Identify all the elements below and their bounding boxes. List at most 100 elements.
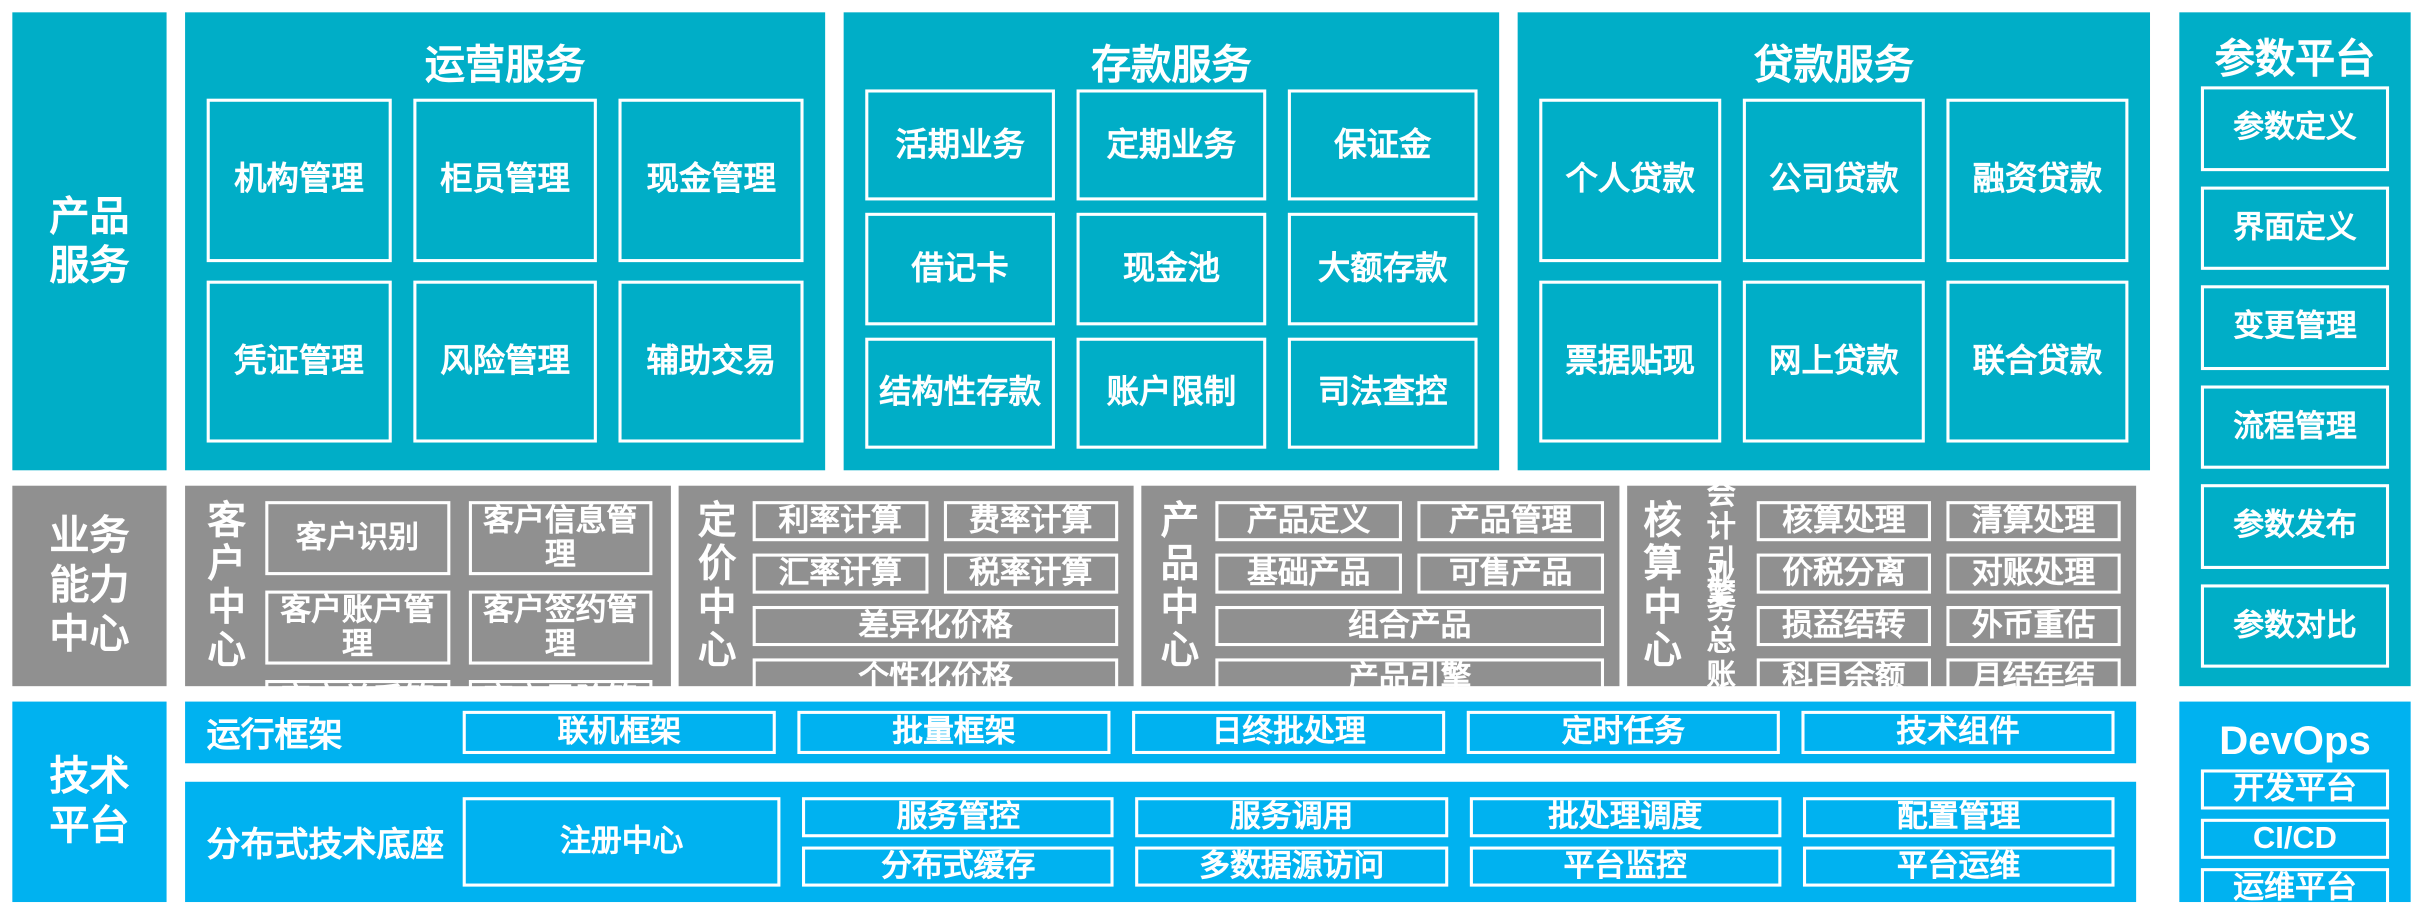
center-accounting: 核 算 中 心 会 计 引 擎 业 务 总 账 核算处理 清算处理 价税分离 对… bbox=[1627, 480, 2137, 699]
tile-accounting-0[interactable]: 核算处理 bbox=[1756, 501, 1931, 542]
tile-product-wide-0[interactable]: 组合产品 bbox=[1215, 605, 1605, 647]
tile-loan-3[interactable]: 票据贴现 bbox=[1539, 279, 1722, 443]
center-title-product-char-2: 中 bbox=[1160, 585, 1200, 630]
tile-deposit-7[interactable]: 账户限制 bbox=[1076, 337, 1267, 449]
tile-customer-3[interactable]: 客户签约管理 bbox=[468, 590, 653, 665]
tile-pricing-2[interactable]: 汇率计算 bbox=[752, 553, 928, 594]
tile-deposit-5[interactable]: 大额存款 bbox=[1287, 213, 1478, 325]
tile-product-2[interactable]: 基础产品 bbox=[1215, 553, 1402, 594]
center-pricing: 定 价 中 心 利率计算 费率计算 汇率计算 税率计算 差异化价格 个性化价格 bbox=[678, 485, 1134, 699]
tile-ops-4[interactable]: 风险管理 bbox=[412, 279, 598, 443]
group-title-deposit-service: 存款服务 bbox=[1091, 41, 1252, 88]
layer-label-business-capability: 业务 能力 中心 bbox=[12, 485, 167, 687]
center-title-customer-char-1: 户 bbox=[207, 542, 247, 586]
layer-label-product-service: 产品 服务 bbox=[12, 12, 167, 471]
layer-label-technical-platform: 技术 平台 bbox=[12, 701, 167, 903]
tile-loan-5[interactable]: 联合贷款 bbox=[1946, 279, 2129, 443]
tile-runtime-4[interactable]: 技术组件 bbox=[1801, 710, 2115, 755]
tile-deposit-8[interactable]: 司法查控 bbox=[1287, 337, 1478, 449]
center-title-product-char-0: 产 bbox=[1160, 499, 1200, 543]
tile-deposit-4[interactable]: 现金池 bbox=[1076, 213, 1267, 325]
group-title-loan-service: 贷款服务 bbox=[1753, 41, 1915, 88]
tile-runtime-0[interactable]: 联机框架 bbox=[462, 710, 776, 755]
panel-devops: DevOps 开发平台 CI/CD 运维平台 bbox=[2179, 701, 2411, 909]
tile-loan-1[interactable]: 公司贷款 bbox=[1742, 98, 1925, 262]
tile-ops-0[interactable]: 机构管理 bbox=[206, 98, 392, 262]
tile-dist-r2-2[interactable]: 平台监控 bbox=[1469, 846, 1782, 887]
tile-accounting-3[interactable]: 对账处理 bbox=[1946, 553, 2121, 594]
center-title-accounting-char-2: 中 bbox=[1643, 585, 1682, 630]
tile-ledger-1[interactable]: 外币重估 bbox=[1946, 605, 2121, 647]
tile-dist-r2-1[interactable]: 多数据源访问 bbox=[1135, 846, 1448, 887]
tile-pricing-3[interactable]: 税率计算 bbox=[943, 553, 1119, 594]
tile-dist-r2-3[interactable]: 平台运维 bbox=[1802, 846, 2115, 887]
tile-accounting-2[interactable]: 价税分离 bbox=[1756, 553, 1931, 594]
tile-ops-1[interactable]: 柜员管理 bbox=[412, 98, 598, 262]
group-loan-service: 贷款服务 个人贷款 公司贷款 融资贷款 票据贴现 网上贷款 联合贷款 bbox=[1517, 12, 2151, 471]
tile-pricing-wide-1[interactable]: 个性化价格 bbox=[752, 658, 1119, 699]
tile-product-1[interactable]: 产品管理 bbox=[1417, 501, 1605, 542]
center-title-customer-char-2: 中 bbox=[207, 585, 247, 630]
center-title-product-char-3: 心 bbox=[1160, 629, 1200, 673]
tile-dist-r2-0[interactable]: 分布式缓存 bbox=[802, 846, 1115, 887]
tile-param-2[interactable]: 变更管理 bbox=[2200, 285, 2390, 370]
tile-loan-4[interactable]: 网上贷款 bbox=[1742, 279, 1925, 443]
layer-label-technical-platform-text: 技术 平台 bbox=[49, 752, 130, 849]
subgroup-label-business-ledger-char-0: 业 bbox=[1706, 561, 1736, 594]
tile-devops-0[interactable]: 开发平台 bbox=[2200, 769, 2390, 810]
center-title-accounting-char-0: 核 bbox=[1643, 499, 1682, 543]
tile-runtime-1[interactable]: 批量框架 bbox=[797, 710, 1111, 755]
tile-loan-2[interactable]: 融资贷款 bbox=[1946, 98, 2129, 262]
tile-pricing-wide-0[interactable]: 差异化价格 bbox=[752, 605, 1119, 647]
tile-ops-5[interactable]: 辅助交易 bbox=[618, 279, 804, 443]
row-runtime-framework: 运行框架 联机框架 批量框架 日终批处理 定时任务 技术组件 bbox=[185, 701, 2137, 764]
tile-devops-2[interactable]: 运维平台 bbox=[2200, 868, 2390, 909]
tile-customer-2[interactable]: 客户账户管理 bbox=[265, 590, 450, 665]
tile-ledger-2[interactable]: 科目余额 bbox=[1756, 658, 1931, 699]
tile-param-5[interactable]: 参数对比 bbox=[2200, 583, 2390, 668]
tile-dist-r1-0[interactable]: 服务管控 bbox=[802, 797, 1115, 838]
tile-devops-1[interactable]: CI/CD bbox=[2200, 818, 2390, 859]
tile-param-1[interactable]: 界面定义 bbox=[2200, 185, 2390, 270]
tile-deposit-3[interactable]: 借记卡 bbox=[865, 213, 1055, 325]
tile-runtime-3[interactable]: 定时任务 bbox=[1466, 710, 1780, 755]
tile-ledger-3[interactable]: 月结年结 bbox=[1946, 658, 2121, 699]
subgroup-label-accounting-engine: 会 计 引 擎 bbox=[1692, 480, 1751, 611]
center-title-pricing: 定 价 中 心 bbox=[688, 486, 747, 686]
tile-deposit-0[interactable]: 活期业务 bbox=[865, 89, 1055, 201]
tile-registry-center[interactable]: 注册中心 bbox=[462, 797, 781, 887]
tile-customer-1[interactable]: 客户信息管理 bbox=[468, 501, 653, 576]
tile-param-0[interactable]: 参数定义 bbox=[2200, 86, 2390, 171]
tile-ops-2[interactable]: 现金管理 bbox=[618, 98, 804, 262]
tile-deposit-6[interactable]: 结构性存款 bbox=[865, 337, 1055, 449]
center-title-product-char-1: 品 bbox=[1160, 542, 1200, 586]
subgroup-label-accounting-engine-char-3: 擎 bbox=[1706, 578, 1736, 611]
tile-product-3[interactable]: 可售产品 bbox=[1417, 553, 1605, 594]
tile-customer-0[interactable]: 客户识别 bbox=[265, 501, 450, 576]
subgroup-label-business-ledger-char-2: 总 bbox=[1706, 626, 1736, 660]
panel-title-parameter-platform: 参数平台 bbox=[2214, 35, 2376, 82]
center-title-product: 产 品 中 心 bbox=[1151, 486, 1210, 686]
center-title-pricing-char-2: 中 bbox=[697, 585, 737, 630]
tile-pricing-0[interactable]: 利率计算 bbox=[752, 501, 928, 542]
tile-runtime-2[interactable]: 日终批处理 bbox=[1132, 710, 1446, 755]
tile-deposit-1[interactable]: 定期业务 bbox=[1076, 89, 1267, 201]
tile-dist-r1-1[interactable]: 服务调用 bbox=[1135, 797, 1448, 838]
tile-param-4[interactable]: 参数发布 bbox=[2200, 484, 2390, 569]
tile-pricing-1[interactable]: 费率计算 bbox=[943, 501, 1119, 542]
panel-parameter-platform: 参数平台 参数定义 界面定义 变更管理 流程管理 参数发布 参数对比 bbox=[2179, 12, 2411, 687]
tile-loan-0[interactable]: 个人贷款 bbox=[1539, 98, 1722, 262]
tile-ledger-0[interactable]: 损益结转 bbox=[1756, 605, 1931, 647]
tile-ops-3[interactable]: 凭证管理 bbox=[206, 279, 392, 443]
tile-product-0[interactable]: 产品定义 bbox=[1215, 501, 1402, 542]
row-distributed-base: 分布式技术底座 注册中心 服务管控 分布式缓存 服务调用 多数据源访问 批处理调… bbox=[185, 781, 2137, 903]
tile-deposit-2[interactable]: 保证金 bbox=[1287, 89, 1478, 201]
tile-accounting-1[interactable]: 清算处理 bbox=[1946, 501, 2121, 542]
tile-dist-r1-2[interactable]: 批处理调度 bbox=[1469, 797, 1782, 838]
tile-param-3[interactable]: 流程管理 bbox=[2200, 384, 2390, 469]
subgroup-label-accounting-engine-char-0: 会 bbox=[1706, 479, 1736, 513]
center-title-accounting-char-1: 算 bbox=[1643, 542, 1682, 586]
tile-dist-r1-3[interactable]: 配置管理 bbox=[1802, 797, 2115, 838]
tile-product-wide-1[interactable]: 产品引擎 bbox=[1215, 658, 1605, 699]
